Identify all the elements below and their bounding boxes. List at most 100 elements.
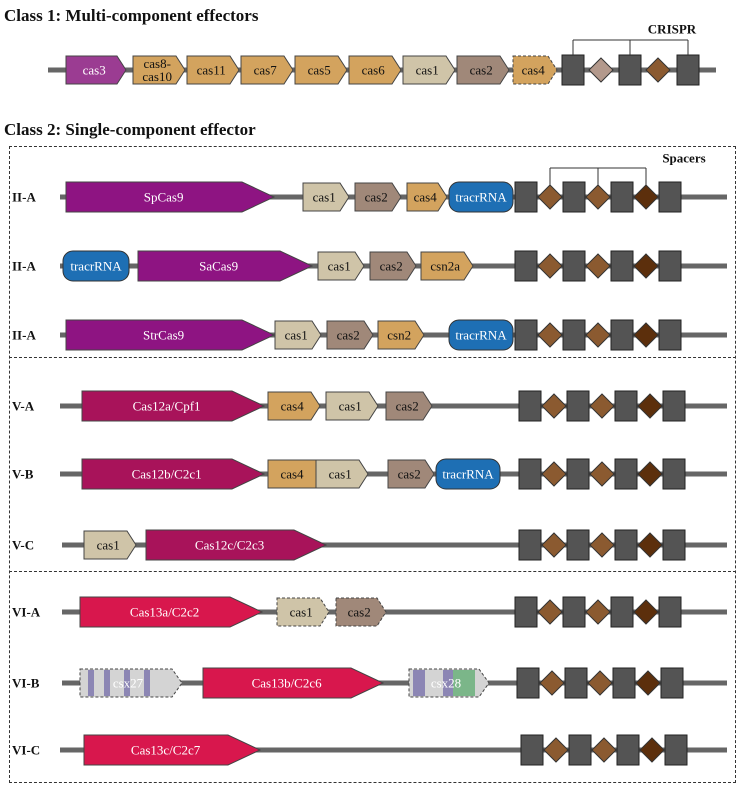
gene-csx28-label: csx28	[431, 676, 461, 691]
repeat-box	[566, 458, 590, 490]
spacer-diamond	[541, 393, 567, 419]
gene-cas4-label: cas4	[281, 399, 305, 414]
repeat-box	[562, 250, 586, 282]
gene-cas13ac2c2-label: Cas13a/C2c2	[130, 605, 199, 620]
repeat-box	[616, 734, 640, 766]
gene-cas2-label: cas2	[396, 399, 419, 414]
repeat-box	[618, 54, 642, 86]
subtype-label: V-B	[12, 467, 34, 482]
dna-backbone	[62, 609, 727, 615]
class1-cas11-label: cas11	[197, 63, 226, 78]
class1-cas6-label: cas6	[362, 63, 386, 78]
gene-cas13ac2c2-arrow	[79, 596, 264, 628]
spacer-diamond	[537, 253, 563, 279]
gene-cas2-arrow	[354, 182, 402, 212]
gene-cas12bc2c1-label: Cas12b/C2c1	[132, 467, 202, 482]
spacer-diamond	[539, 670, 565, 696]
repeat-box	[658, 596, 682, 628]
spacers-label: Spacers	[662, 151, 705, 166]
spacer-diamond	[637, 461, 663, 487]
spacer-diamond	[537, 599, 563, 625]
repeat-box	[610, 319, 634, 351]
spacer-diamond	[633, 184, 659, 210]
gene-cas2-label: cas2	[337, 328, 360, 343]
spacer-diamond	[637, 393, 663, 419]
class1-cas1-arrow	[402, 55, 456, 85]
subtype-label: VI-A	[12, 605, 41, 620]
class1-cas3-label: cas3	[83, 63, 106, 78]
class1-cas11-arrow	[186, 55, 240, 85]
spacer-diamond	[585, 253, 611, 279]
dna-backbone	[62, 542, 727, 548]
gene-csn2a-label: csn2a	[430, 259, 460, 274]
spacer-diamond	[588, 57, 614, 83]
class1-cas3-arrow	[65, 55, 127, 85]
csx-stripe	[453, 670, 475, 696]
tracrrna-box	[448, 181, 514, 213]
repeat-box	[516, 667, 540, 699]
spacer-diamond	[633, 322, 659, 348]
dna-backbone	[60, 747, 727, 753]
spacer-diamond	[633, 599, 659, 625]
gene-cas4-arrow	[267, 391, 321, 421]
spacer-diamond	[587, 670, 613, 696]
subtype-label: II-A	[12, 259, 36, 274]
class1-cas8-label: cas10	[142, 69, 172, 84]
spacer-diamond	[537, 184, 563, 210]
gene-csn2-label: csn2	[387, 328, 411, 343]
spacer-diamond	[589, 461, 615, 487]
gene-cas12bc2c1-arrow	[81, 458, 266, 490]
gene-cas4-label: cas4	[414, 190, 438, 205]
class1-cas7-arrow	[240, 55, 294, 85]
repeat-box	[612, 667, 636, 699]
gene-cas1-label: cas1	[97, 538, 120, 553]
spacer-diamond	[543, 737, 569, 763]
repeat-box	[566, 529, 590, 561]
gene-csx27-label: csx27	[113, 676, 144, 691]
spacer-diamond	[635, 670, 661, 696]
gene-cas2-arrow	[385, 391, 433, 421]
repeat-box	[662, 529, 686, 561]
spacer-diamond	[639, 737, 665, 763]
gene-cas2-label: cas2	[398, 467, 421, 482]
repeat-box	[614, 390, 638, 422]
tracrrna-box	[62, 250, 130, 282]
repeat-box	[561, 54, 585, 86]
spacer-diamond	[585, 184, 611, 210]
gene-cas13bc2c6-label: Cas13b/C2c6	[252, 676, 323, 691]
class1-cas2-arrow	[456, 55, 510, 85]
repeat-box	[520, 734, 544, 766]
class1-cas4-label: cas4	[522, 63, 546, 78]
tracrrna-label: tracrRNA	[455, 190, 507, 205]
class1-cas1-label: cas1	[416, 63, 439, 78]
gene-cas2-label: cas2	[380, 259, 403, 274]
dna-backbone	[62, 680, 727, 686]
gene-cas1-arrow	[83, 530, 137, 560]
gene-csn2a-arrow	[420, 251, 474, 281]
repeat-box	[662, 390, 686, 422]
gene-spcas9-arrow	[65, 181, 276, 213]
repeat-box	[662, 458, 686, 490]
class1-cas8-label: cas8-	[143, 56, 170, 71]
gene-cas2-label: cas2	[348, 605, 371, 620]
csx-stripe	[88, 670, 94, 696]
class1-title: Class 1: Multi-component effectors	[4, 6, 259, 25]
class1-cas5-label: cas5	[308, 63, 331, 78]
tracrrna-label: tracrRNA	[442, 467, 494, 482]
repeat-box	[676, 54, 700, 86]
gene-cas1-label: cas1	[290, 605, 313, 620]
spacer-diamond	[637, 532, 663, 558]
tracrrna-label: tracrRNA	[70, 259, 122, 274]
gene-cas12acpf1-arrow	[81, 390, 266, 422]
gene-cas1-arrow	[302, 182, 350, 212]
csx-stripe	[443, 670, 453, 696]
gene-cas13bc2c6-arrow	[202, 667, 385, 699]
repeat-box	[658, 250, 682, 282]
gene-csx27-arrow	[79, 668, 183, 698]
type-v-vi-separator	[9, 571, 736, 572]
gene-cas4-label: cas4	[280, 467, 304, 482]
gene-cas1-label: cas1	[313, 190, 336, 205]
gene-cas1-label: cas1	[285, 328, 308, 343]
type-ii-v-separator	[9, 357, 736, 358]
